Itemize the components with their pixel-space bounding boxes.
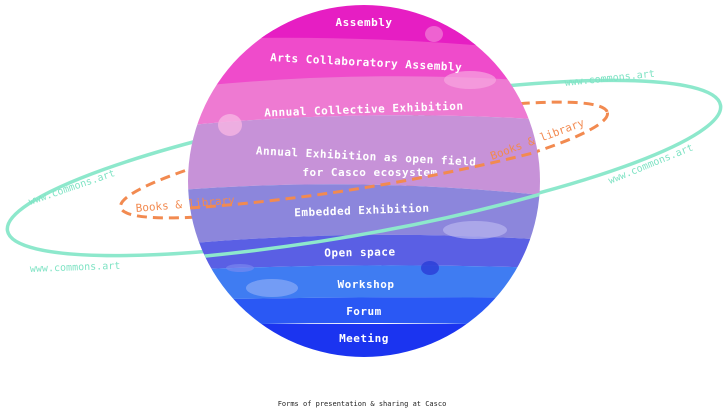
crater	[443, 221, 507, 239]
label-workshop: Workshop	[338, 278, 395, 291]
outer-ring-front	[188, 190, 540, 260]
crater	[246, 279, 298, 297]
crater	[218, 114, 242, 136]
outer-ring-label-right: www.commons.art	[607, 142, 695, 186]
crater	[226, 264, 254, 272]
label-annual-exhibition-open-field-line2: for Casco ecosystem	[302, 166, 437, 179]
label-forum: Forum	[346, 305, 382, 318]
inner-ring-front	[189, 148, 540, 210]
outer-ring-label-top-right: www.commons.art	[564, 69, 655, 89]
label-assembly: Assembly	[336, 16, 393, 29]
inner-ring-back	[118, 100, 610, 220]
band-annual-collective-exhibition	[188, 76, 540, 126]
label-meeting: Meeting	[339, 332, 389, 345]
outer-ring-label-left: www.commons.art	[27, 168, 116, 208]
band-arts-top-fill	[188, 30, 540, 52]
crater	[425, 26, 443, 42]
crater	[421, 261, 439, 275]
figure-caption: Forms of presentation & sharing at Casco	[277, 400, 447, 408]
crater	[444, 71, 496, 89]
band-open-space	[188, 234, 540, 270]
band-forum	[188, 297, 540, 326]
outer-ring-label-bottom-left: www.commons.art	[30, 261, 121, 275]
label-embedded-exhibition: Embedded Exhibition	[294, 202, 430, 220]
band-annual-exhibition-open-field	[188, 115, 540, 196]
label-open-space: Open space	[324, 245, 395, 259]
